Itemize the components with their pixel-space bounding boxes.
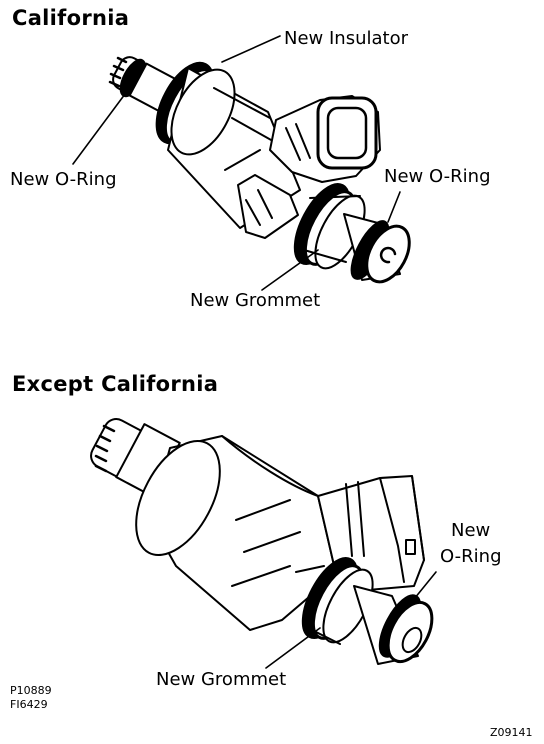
- label-new-grommet-top: New Grommet: [190, 290, 321, 311]
- label-new: New: [451, 520, 491, 541]
- grommet-top: [293, 183, 366, 270]
- label-o-ring: O-Ring: [440, 546, 502, 567]
- label-new-grommet-bottom: New Grommet: [156, 669, 287, 690]
- figure-code-corner: Z09141: [490, 726, 533, 739]
- injector-body-top: [167, 67, 301, 239]
- connector-top: [269, 95, 381, 183]
- inlet-end-bottom: [90, 418, 181, 497]
- nozzle-top: [343, 213, 411, 284]
- nozzle-bottom: [353, 585, 434, 665]
- label-new-o-ring-right: New O-Ring: [384, 166, 491, 187]
- injector-body-bottom: [135, 435, 337, 631]
- except-california-injector: [90, 418, 434, 665]
- figure-code-line2: FI6429: [10, 698, 48, 711]
- label-new-o-ring-left: New O-Ring: [10, 169, 117, 190]
- section-title-except-california: Except California: [12, 372, 219, 396]
- label-new-insulator: New Insulator: [284, 28, 408, 49]
- california-injector: [108, 56, 411, 284]
- figure-code-line1: P10889: [10, 684, 52, 697]
- section-title-california: California: [12, 6, 130, 30]
- leader-lines-top: [72, 35, 401, 291]
- leader-lines-bottom: [265, 571, 437, 669]
